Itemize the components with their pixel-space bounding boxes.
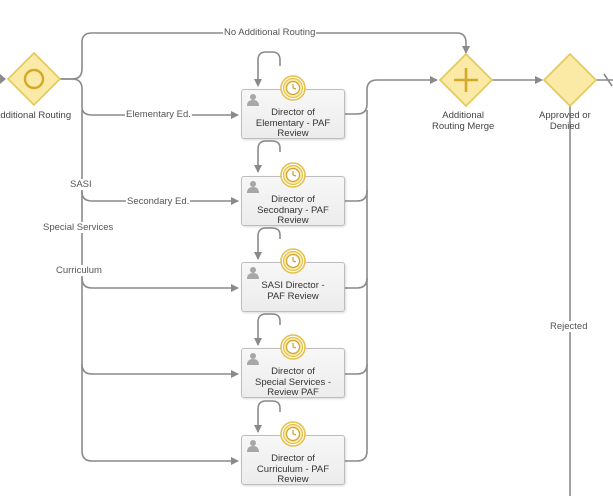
timer-icon[interactable]	[280, 334, 306, 360]
task-label: Director of Secodnary - PAF Review	[257, 194, 329, 226]
user-icon	[247, 94, 259, 106]
task-label: Director of Special Services - Review PA…	[254, 366, 332, 398]
event-based-gateway-icon[interactable]	[6, 51, 62, 107]
loop-sasi[interactable]	[254, 227, 281, 260]
flow-curriculum[interactable]	[81, 364, 239, 465]
flow-no-additional-routing[interactable]	[60, 32, 470, 80]
out-curriculum[interactable]	[345, 364, 368, 462]
start-gateway-label: Additional Routing	[0, 110, 72, 121]
label-rejected: Rejected	[549, 321, 589, 332]
flow-secondary[interactable]	[81, 110, 239, 205]
merge-gateway-label: Additional Routing Merge	[432, 110, 495, 132]
user-icon	[247, 181, 259, 193]
label-sasi: SASI	[69, 179, 93, 190]
label-no-additional-routing: No Additional Routing	[223, 27, 317, 38]
out-special[interactable]	[345, 278, 368, 375]
flow-special-services[interactable]	[81, 278, 239, 378]
task-label: Director of Curriculum - PAF Review	[256, 453, 330, 485]
user-icon	[247, 267, 259, 279]
task-label: Director of Elementary - PAF Review	[255, 107, 331, 139]
loop-curriculum[interactable]	[254, 400, 281, 433]
exclusive-gateway-icon[interactable]	[542, 52, 598, 108]
loop-special[interactable]	[254, 313, 281, 346]
parallel-gateway-icon[interactable]	[438, 52, 494, 108]
approved-gateway-label: Approved or Denied	[539, 110, 591, 132]
loop-elementary[interactable]	[254, 51, 281, 87]
label-elementary: Elementary Ed.	[125, 109, 192, 120]
flow-elementary[interactable]	[60, 78, 239, 119]
loop-secondary[interactable]	[254, 140, 281, 173]
out-secondary[interactable]	[345, 110, 368, 202]
timer-icon[interactable]	[280, 75, 306, 101]
default-flow-mark	[603, 73, 613, 87]
task-label: SASI Director - PAF Review	[261, 280, 325, 302]
timer-icon[interactable]	[280, 421, 306, 447]
user-icon	[247, 353, 259, 365]
label-special-services: Special Services	[42, 222, 115, 233]
out-sasi[interactable]	[345, 190, 368, 289]
task-special-services-review[interactable]: Director of Special Services - Review PA…	[241, 348, 345, 398]
user-icon	[247, 440, 259, 452]
label-secondary: Secondary Ed.	[126, 196, 191, 207]
label-curriculum: Curriculum	[55, 265, 103, 276]
timer-icon[interactable]	[280, 162, 306, 188]
task-curriculum-review[interactable]: Director of Curriculum - PAF Review	[241, 435, 345, 485]
timer-icon[interactable]	[280, 248, 306, 274]
out-elementary[interactable]	[345, 76, 438, 115]
incoming-arrow	[0, 74, 6, 84]
